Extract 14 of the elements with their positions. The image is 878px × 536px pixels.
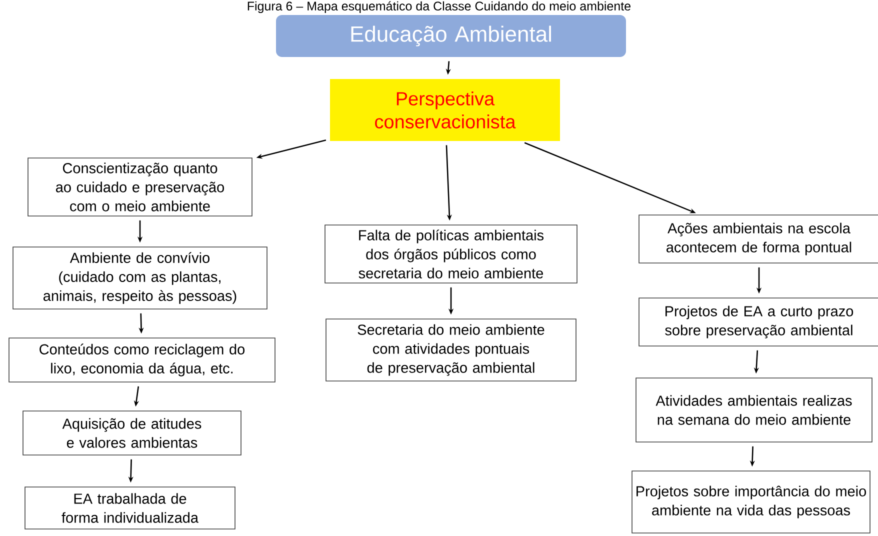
figure-caption: Figura 6 – Mapa esquemático da Classe Cuidando do meio ambiente [248,1,630,13]
concept-box: Atividades ambientais realizas na semana do meio ambiente [636,378,872,442]
concept-box: Projetos sobre importância do meio ambiente na vida das pessoas [632,470,870,534]
concept-box: Perspectiva conservacionista [330,79,560,141]
concept-box: Aquisição de atitudes e valores ambientas [22,410,242,456]
concept-box: Secretaria do meio ambiente com atividades pontuais de preservação ambiental [326,318,576,382]
concept-box: Ações ambientais na escola acontecem de forma pontual [638,214,878,264]
concept-box: Projetos de EA a curto prazo sobre preservação ambiental [638,298,878,346]
concept-box: Falta de políticas ambientais dos órgãos públicos como secretaria do meio ambiente [324,224,578,284]
concept-box: Conteúdos como reciclagem do lixo, economia da água, etc. [8,338,276,382]
concept-box: Conscientização quanto ao cuidado e preservação com o meio ambiente [28,158,252,216]
concept-box: Ambiente de convívio (cuidado com as plantas, animais, respeito às pessoas) [12,246,268,310]
title-box: Educação Ambiental [276,15,626,57]
concept-box: EA trabalhada de forma individualizada [24,486,236,530]
